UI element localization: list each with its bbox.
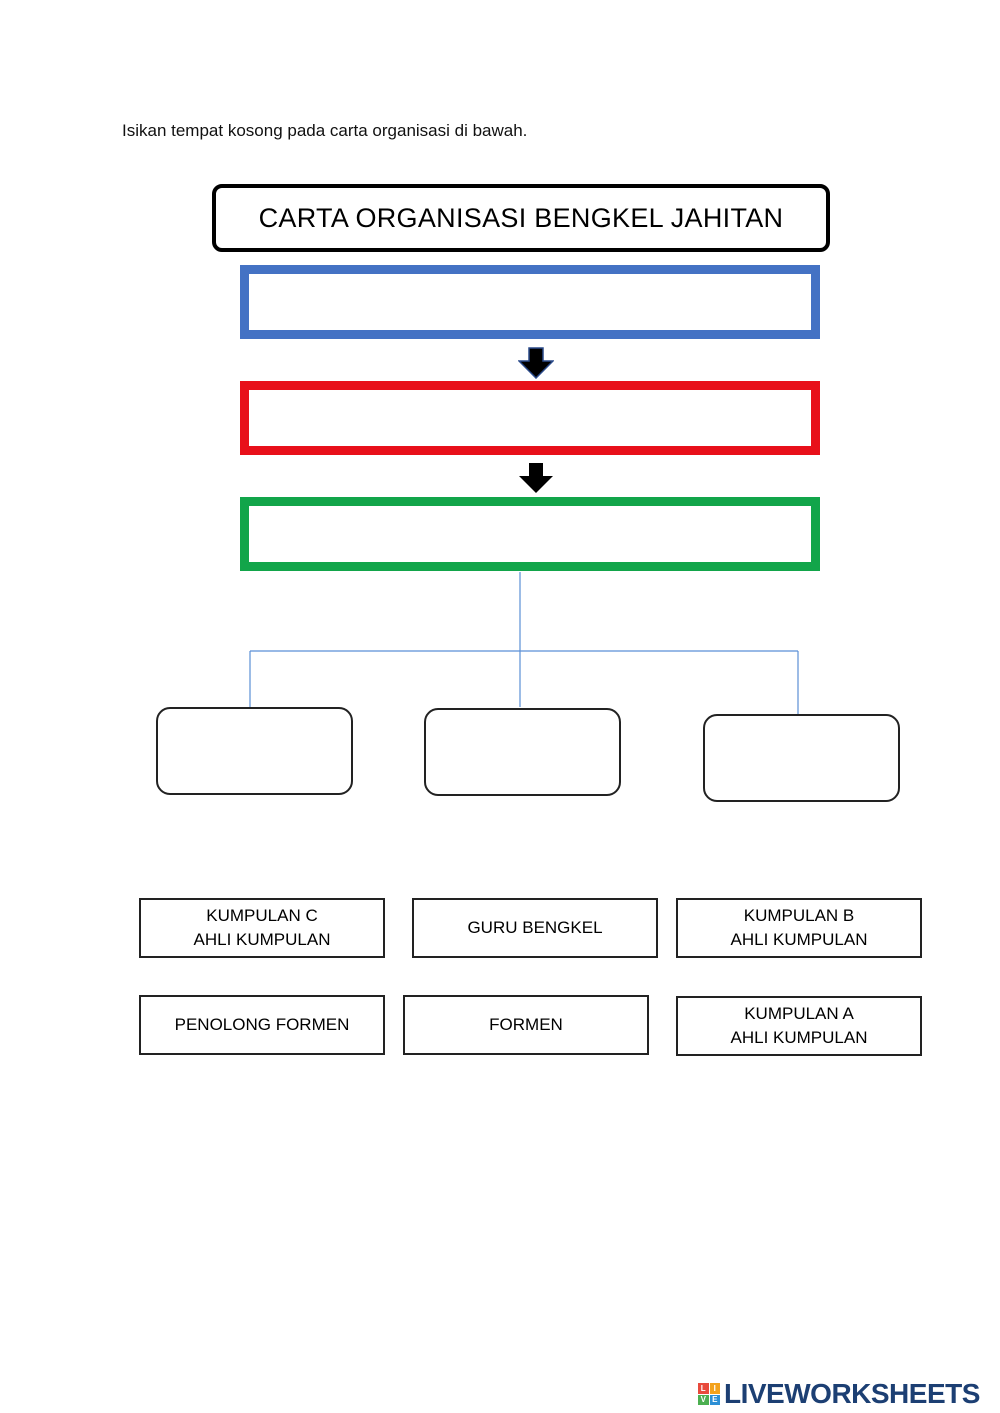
answer-label-line2: AHLI KUMPULAN xyxy=(730,930,868,949)
answer-label[interactable]: KUMPULAN C AHLI KUMPULAN xyxy=(139,898,385,958)
answer-label-line1: PENOLONG FORMEN xyxy=(174,1015,350,1034)
drop-slot-group-right[interactable] xyxy=(703,714,900,802)
drop-slot-group-left[interactable] xyxy=(156,707,353,795)
answer-label-line1: KUMPULAN A xyxy=(744,1004,854,1023)
answer-label[interactable]: KUMPULAN B AHLI KUMPULAN xyxy=(676,898,922,958)
answer-label[interactable]: FORMEN xyxy=(403,995,649,1055)
chart-title: CARTA ORGANISASI BENGKEL JAHITAN xyxy=(212,184,830,252)
drop-slot-group-center[interactable] xyxy=(424,708,621,796)
instruction-text: Isikan tempat kosong pada carta organisa… xyxy=(122,121,528,140)
logo-text: LIVEWORKSHEETS xyxy=(724,1378,980,1409)
answer-label[interactable]: GURU BENGKEL xyxy=(412,898,658,958)
answer-label-line1: KUMPULAN B xyxy=(743,906,855,925)
answer-label-line2: AHLI KUMPULAN xyxy=(193,930,331,949)
liveworksheets-logo: L I V E LIVEWORKSHEETS xyxy=(698,1378,980,1410)
arrow-down-icon xyxy=(519,463,553,493)
drop-slot-bottom[interactable] xyxy=(240,497,820,571)
answer-label-line2: AHLI KUMPULAN xyxy=(730,1028,868,1047)
answer-label[interactable]: KUMPULAN A AHLI KUMPULAN xyxy=(676,996,922,1056)
drop-slot-middle[interactable] xyxy=(240,381,820,455)
answer-label[interactable]: PENOLONG FORMEN xyxy=(139,995,385,1055)
drop-slot-top[interactable] xyxy=(240,265,820,339)
arrow-down-icon xyxy=(518,347,554,379)
answer-label-line1: GURU BENGKEL xyxy=(467,918,603,937)
answer-label-line1: KUMPULAN C xyxy=(206,906,318,925)
logo-mark-icon: L I V E xyxy=(698,1383,720,1405)
answer-label-line1: FORMEN xyxy=(489,1015,563,1034)
